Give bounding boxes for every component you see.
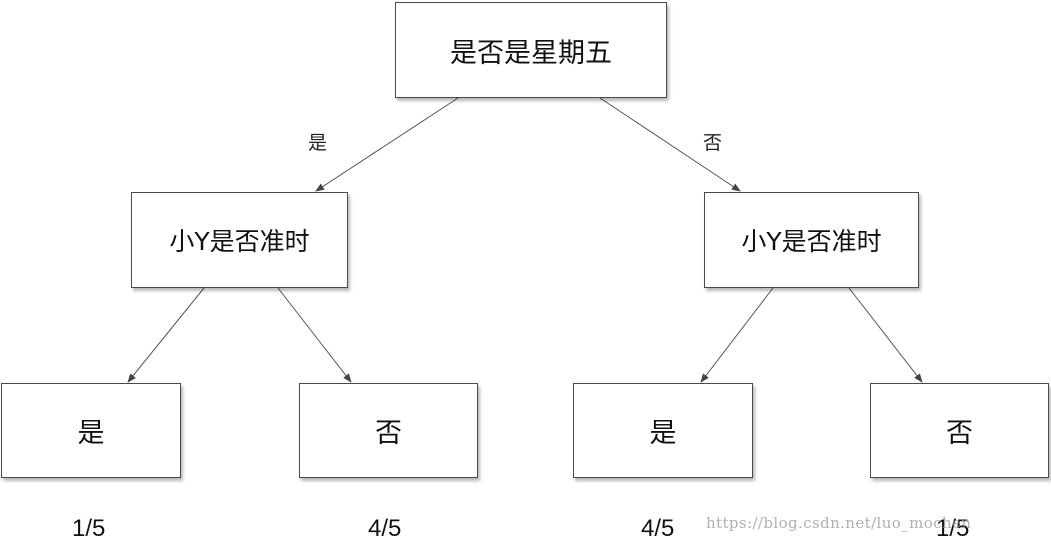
leaf-node-4-label: 否: [946, 418, 973, 449]
leaf-node-3: 是: [573, 383, 753, 478]
probability-leaf-1: 1/5: [72, 515, 106, 542]
edge-label-no: 否: [703, 132, 723, 154]
root-node-label: 是否是星期五: [450, 37, 612, 69]
right-mid-node-label: 小Y是否准时: [741, 227, 882, 256]
leaf-node-1: 是: [1, 383, 181, 478]
left-mid-node: 小Y是否准时: [131, 192, 348, 288]
probability-leaf-4: 1/5: [936, 515, 970, 542]
root-node: 是否是星期五: [395, 2, 667, 98]
edge-left-to-leaf2: [277, 287, 352, 383]
leaf-node-2: 否: [299, 383, 478, 478]
edge-right-to-leaf3: [700, 287, 774, 383]
edge-root-to-left: [315, 97, 459, 192]
leaf-node-2-label: 否: [375, 418, 402, 449]
leaf-node-1-label: 是: [77, 418, 105, 449]
leaf-node-3-label: 是: [649, 418, 677, 449]
edge-left-to-leaf1: [127, 287, 205, 383]
edge-root-to-right: [599, 97, 741, 192]
left-mid-node-label: 小Y是否准时: [169, 227, 310, 256]
edge-label-yes: 是: [308, 132, 328, 154]
leaf-node-4: 否: [870, 383, 1049, 478]
watermark: https://blog.csdn.net/luo_mochen: [706, 514, 972, 532]
right-mid-node: 小Y是否准时: [704, 192, 919, 288]
probability-leaf-3: 4/5: [641, 515, 675, 542]
probability-leaf-2: 4/5: [368, 515, 402, 542]
edge-right-to-leaf4: [848, 287, 923, 383]
